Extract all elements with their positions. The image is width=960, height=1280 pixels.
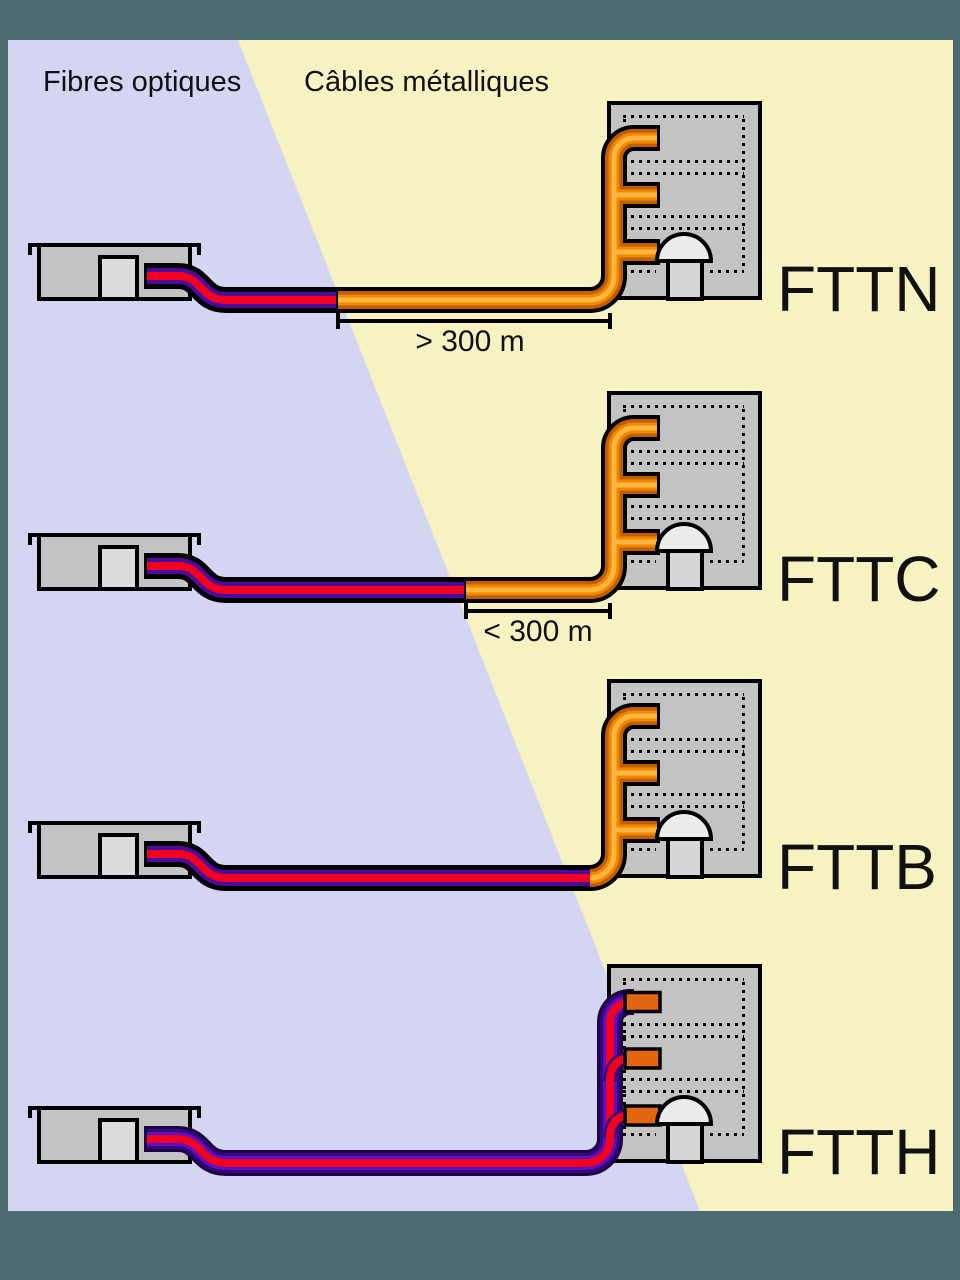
- distance-bracket: [336, 313, 612, 329]
- fiber-cable: [144, 989, 634, 1176]
- terminal-boxes: [623, 990, 662, 1127]
- terminal-box-icon: [623, 1104, 662, 1127]
- row-fttb: FTTB: [28, 679, 937, 903]
- row-label-fttb: FTTB: [777, 831, 937, 903]
- fiber-zone-label: Fibres optiques: [43, 66, 241, 98]
- row-fttn: > 300 m FTTN: [28, 101, 941, 358]
- row-ftth: FTTH: [28, 964, 941, 1188]
- row-label-fttn: FTTN: [777, 253, 941, 325]
- row-fttc: < 300 m FTTC: [28, 391, 941, 648]
- copper-zone-label: Câbles métalliques: [304, 66, 549, 98]
- fiber-cable: [144, 841, 591, 891]
- distance-label-fttc: < 300 m: [483, 615, 592, 648]
- copper-cable: [336, 138, 660, 313]
- row-label-ftth: FTTH: [777, 1116, 941, 1188]
- row-label-fttc: FTTC: [777, 543, 941, 615]
- distance-bracket: [464, 603, 612, 619]
- distance-label-fttn: > 300 m: [415, 325, 524, 358]
- fiber-cable: [144, 553, 466, 603]
- copper-zone-background: [238, 40, 953, 1211]
- fiber-cable: [144, 263, 338, 313]
- copper-cable: [464, 428, 660, 603]
- terminal-box-icon: [623, 990, 662, 1014]
- terminal-box-icon: [623, 1047, 662, 1070]
